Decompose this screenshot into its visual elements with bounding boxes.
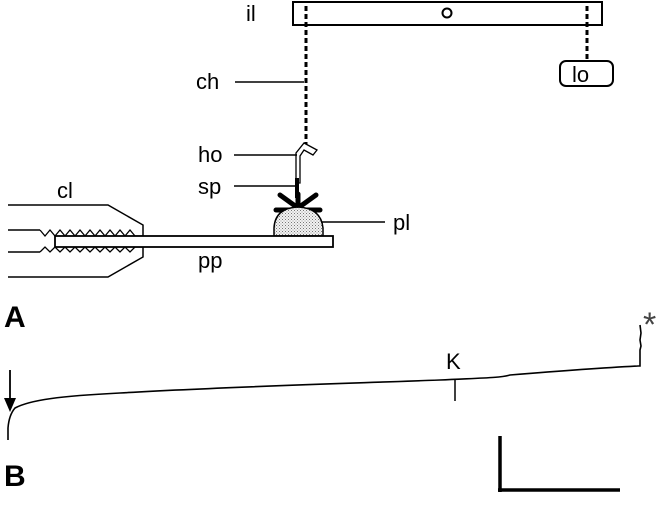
clamp-thread-top xyxy=(39,228,143,238)
clamp-upper xyxy=(8,204,144,236)
clamp-lower xyxy=(8,247,144,278)
label-lo: lo xyxy=(572,62,589,87)
spine xyxy=(295,178,299,198)
trace-marker-k: K xyxy=(446,349,461,374)
start-arrow-head xyxy=(4,398,16,412)
panel-b-letter: B xyxy=(4,460,26,493)
label-cl: cl xyxy=(57,178,73,203)
force-trace xyxy=(7,324,642,440)
panel-a: il lo ch ho sp pl xyxy=(4,1,614,334)
label-il: il xyxy=(246,1,256,26)
hook xyxy=(295,142,318,184)
label-pl: pl xyxy=(393,210,410,235)
lever-pivot xyxy=(441,7,453,19)
stippled-plate xyxy=(273,206,324,237)
clamp-thread-bottom xyxy=(39,246,143,253)
label-pp: pp xyxy=(198,248,222,273)
tube-foot-spines xyxy=(273,191,323,213)
label-sp: sp xyxy=(198,174,221,199)
load-box xyxy=(559,60,614,87)
panel-a-letter: A xyxy=(4,301,26,334)
label-ho: ho xyxy=(198,142,222,167)
panel-b: K * B xyxy=(4,306,656,493)
end-marker-asterisk: * xyxy=(643,306,656,344)
plastic-plate xyxy=(54,235,334,248)
label-ch: ch xyxy=(196,69,219,94)
